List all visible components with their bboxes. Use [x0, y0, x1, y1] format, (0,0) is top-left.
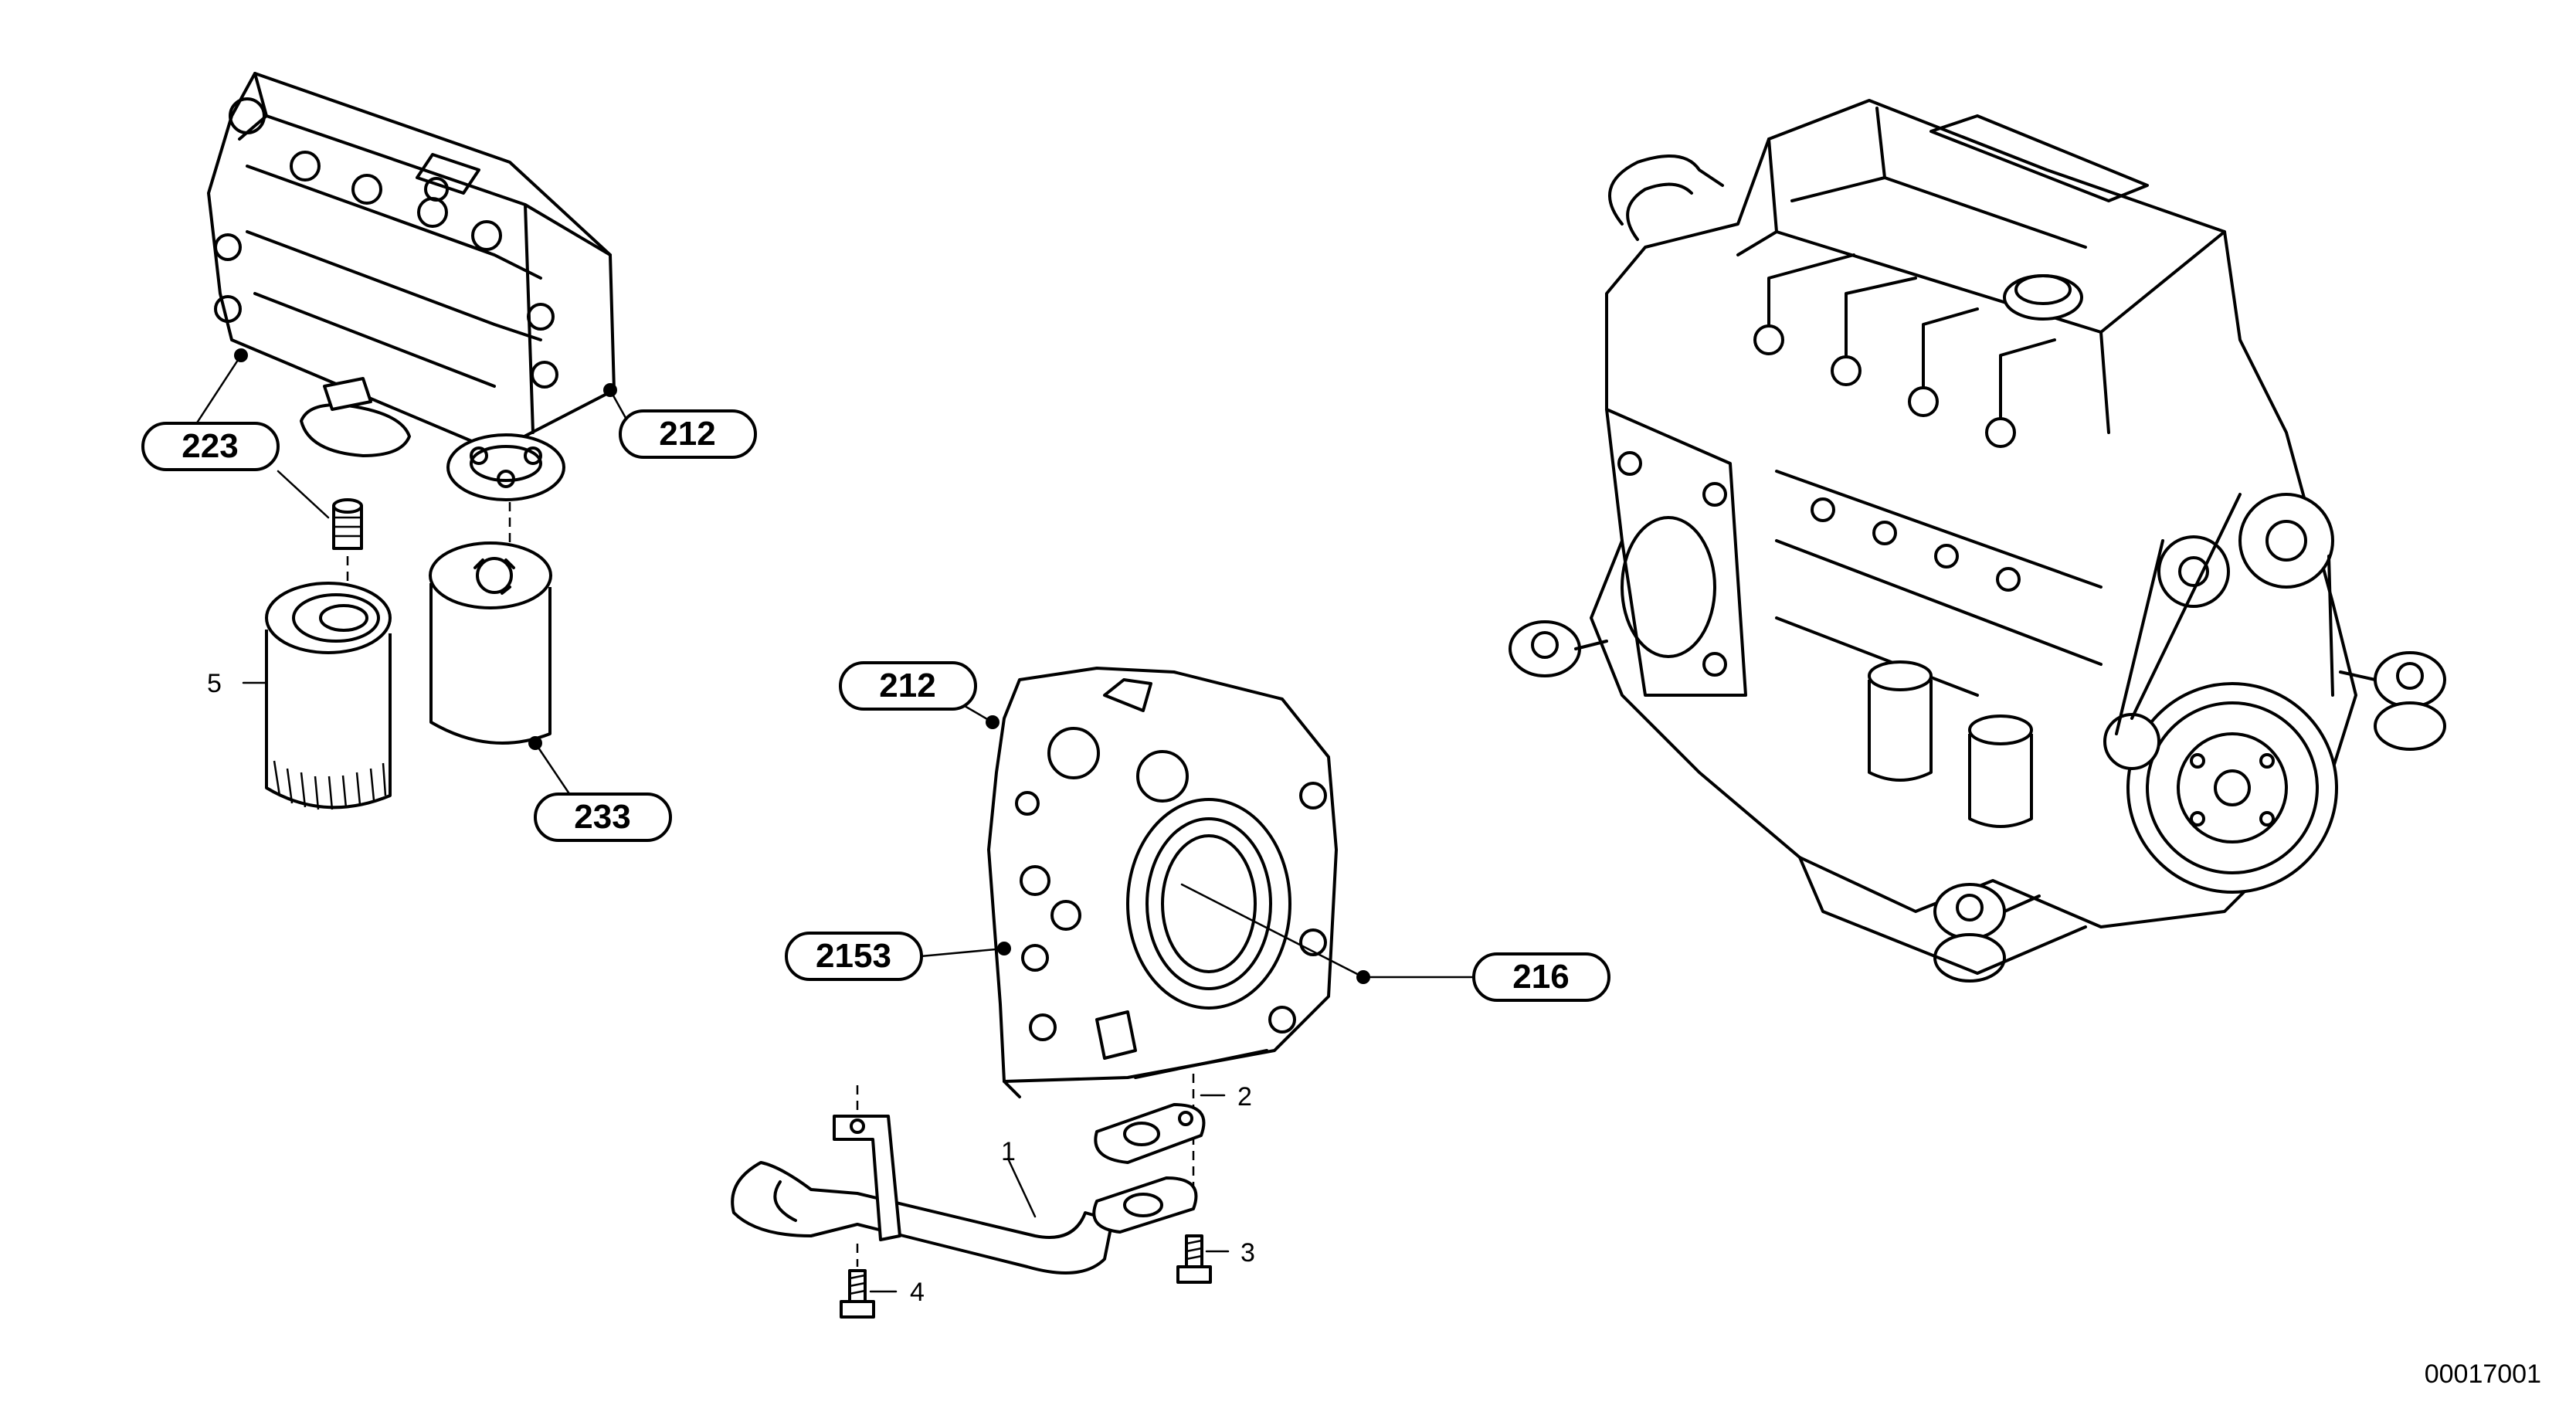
callout-216-label: 216 [1512, 958, 1569, 996]
drawing-number: 00017001 [2425, 1359, 2541, 1389]
gear-case-drawing [987, 667, 1338, 1098]
item-number-5: 5 [207, 669, 268, 698]
callout-223: 223 [141, 348, 330, 519]
spin-on-filter-drawing [429, 502, 552, 745]
item-4-label: 4 [910, 1278, 925, 1307]
suction-pipe-drawing [731, 1074, 1212, 1319]
item-number-2: 2 [1200, 1082, 1252, 1112]
item-number-4: 4 [869, 1278, 925, 1307]
item-1-label: 1 [1001, 1137, 1016, 1166]
callout-223-label: 223 [182, 427, 238, 465]
callout-233-label: 233 [574, 798, 630, 836]
engine-assembly-drawing [1509, 99, 2446, 983]
callout-2153: 2153 [785, 932, 1011, 981]
callout-212-mid: 212 [839, 661, 1000, 729]
callout-212-top-label: 212 [659, 415, 715, 453]
oil-filter-head-drawing [207, 72, 616, 501]
callout-212-top: 212 [603, 383, 757, 459]
callout-2153-label: 2153 [816, 937, 891, 975]
callout-216: 216 [1180, 883, 1610, 1002]
item-5-label: 5 [207, 669, 222, 698]
threaded-nipple-drawing [332, 498, 363, 602]
item-2-label: 2 [1237, 1082, 1252, 1112]
item-number-1: 1 [1001, 1137, 1037, 1218]
item-3-label: 3 [1240, 1238, 1255, 1268]
callout-212-mid-label: 212 [879, 667, 935, 704]
oil-filter-cartridge-drawing [265, 582, 392, 810]
callout-233: 233 [528, 736, 672, 842]
item-number-3: 3 [1205, 1238, 1255, 1268]
